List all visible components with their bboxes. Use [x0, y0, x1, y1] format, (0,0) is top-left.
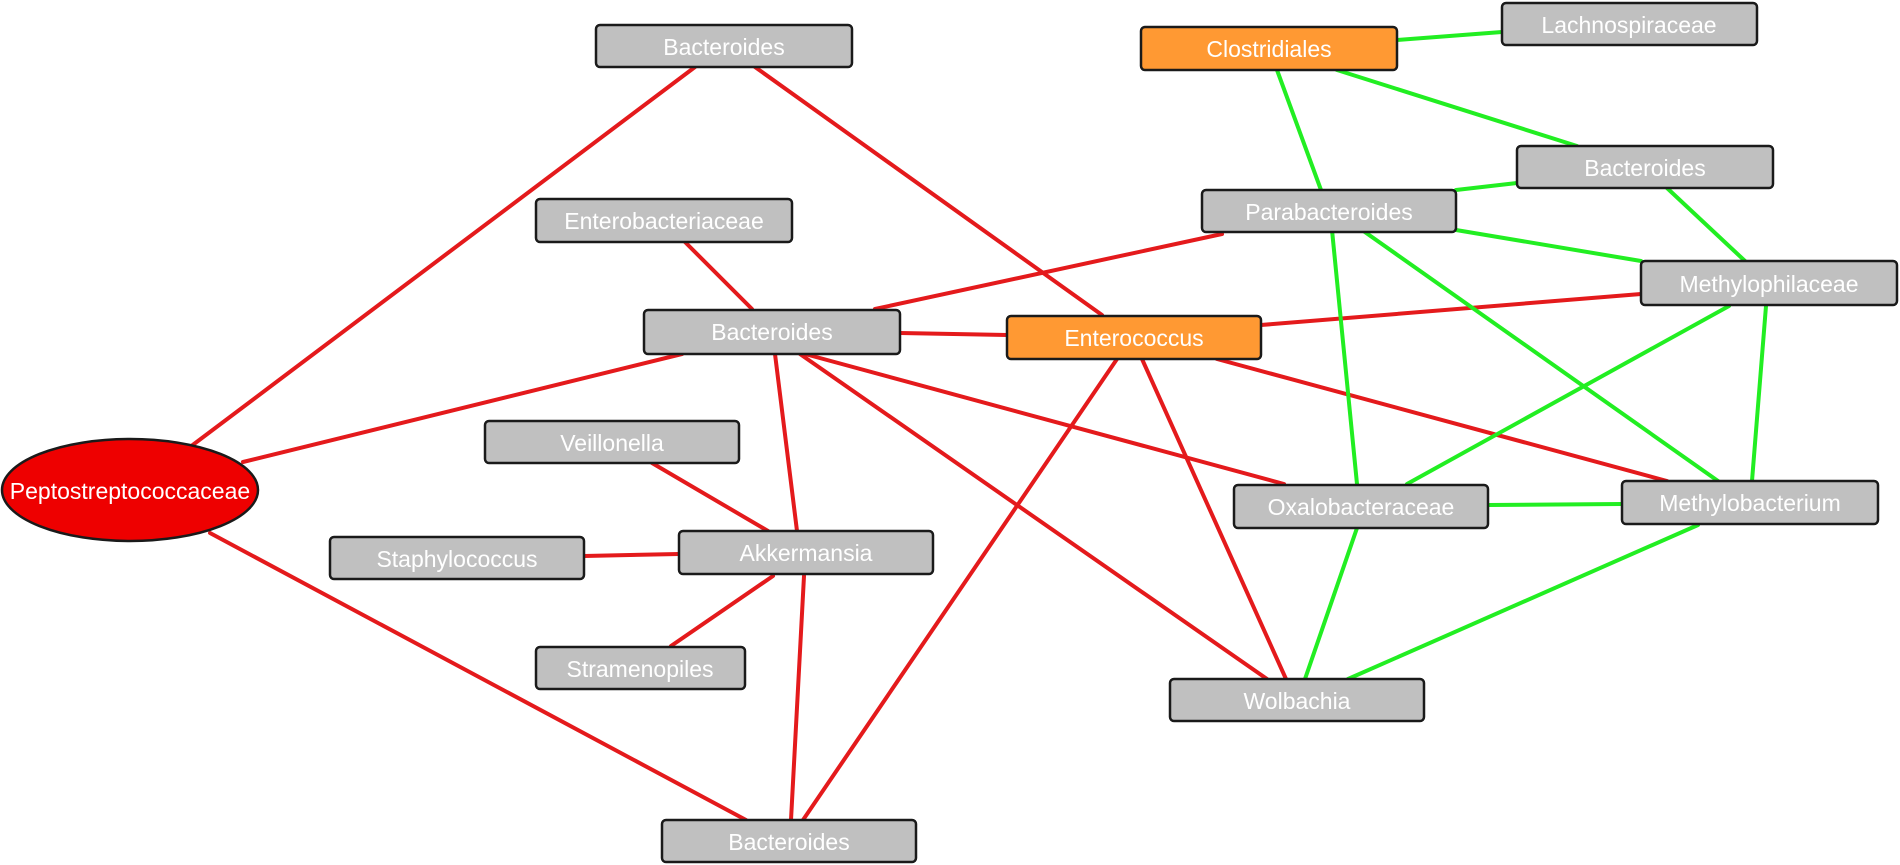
edge-negative [898, 331, 1009, 337]
edge-positive [1330, 228, 1359, 486]
node-label: Methylobacterium [1659, 490, 1841, 516]
node-oxalobacteraceae[interactable]: Oxalobacteraceae [1232, 483, 1490, 530]
node-label: Oxalobacteraceae [1268, 494, 1455, 520]
node-enterococcus[interactable]: Enterococcus [1005, 314, 1263, 361]
edge-negative [650, 461, 770, 533]
edge-negative [1215, 357, 1669, 483]
node-veillonella[interactable]: Veillonella [483, 419, 741, 465]
edge-positive [1335, 68, 1579, 148]
edge-negative [753, 65, 1104, 317]
node-lachnospiraceae[interactable]: Lachnospiraceae [1500, 1, 1759, 47]
edge-negative [873, 232, 1224, 311]
edge-positive [1395, 30, 1504, 42]
edge-negative [798, 352, 1269, 681]
node-label: Veillonella [560, 430, 664, 456]
edge-positive [1405, 304, 1731, 486]
edge-positive [1303, 526, 1359, 681]
edge-negative [773, 352, 799, 533]
edge-positive [1275, 68, 1323, 192]
edge-negative [801, 357, 1119, 822]
node-bacteroides-bottom[interactable]: Bacteroides [660, 818, 918, 864]
edge-negative [669, 574, 775, 648]
node-label: Bacteroides [1584, 155, 1705, 181]
edge-positive [1346, 523, 1700, 681]
edge-positive [1665, 186, 1747, 263]
edge-negative [582, 552, 681, 558]
node-enterobacteriaceae[interactable]: Enterobacteriaceae [534, 197, 794, 244]
node-label: Wolbachia [1244, 688, 1351, 714]
edge-negative [241, 352, 684, 464]
edge-positive [1454, 181, 1519, 192]
edge-negative [1140, 357, 1288, 681]
edge-negative [789, 574, 806, 822]
node-wolbachia[interactable]: Wolbachia [1168, 677, 1426, 723]
node-bacteroides-right[interactable]: Bacteroides [1515, 144, 1775, 190]
node-peptostreptococcaceae[interactable]: Peptostreptococcaceae [0, 437, 260, 543]
node-parabacteroides[interactable]: Parabacteroides [1200, 188, 1458, 234]
node-label: Enterobacteriaceae [564, 208, 763, 234]
edge-positive [1454, 228, 1643, 263]
node-akkermansia[interactable]: Akkermansia [677, 529, 935, 576]
node-staphylococcus[interactable]: Staphylococcus [328, 535, 586, 581]
node-label: Parabacteroides [1245, 199, 1413, 225]
node-bacteroides-top[interactable]: Bacteroides [594, 23, 854, 69]
node-methylobacterium[interactable]: Methylobacterium [1620, 479, 1880, 526]
edge-negative [683, 240, 754, 311]
node-label: Bacteroides [728, 829, 849, 855]
edge-negative [188, 65, 697, 449]
node-label: Clostridiales [1206, 36, 1331, 62]
edge-positive [1750, 304, 1768, 483]
node-bacteroides-mid[interactable]: Bacteroides [642, 308, 902, 356]
node-methylophilaceae[interactable]: Methylophilaceae [1639, 259, 1899, 307]
node-label: Enterococcus [1064, 325, 1203, 351]
node-label: Staphylococcus [376, 546, 537, 572]
node-label: Stramenopiles [566, 656, 713, 682]
edge-positive [1486, 502, 1624, 507]
node-stramenopiles[interactable]: Stramenopiles [534, 645, 747, 691]
node-label: Lachnospiraceae [1541, 12, 1716, 38]
node-label: Bacteroides [711, 319, 832, 345]
node-label: Peptostreptococcaceae [10, 478, 250, 504]
edge-negative [208, 531, 748, 822]
node-label: Methylophilaceae [1679, 271, 1858, 297]
edge-negative [803, 352, 1286, 486]
node-label: Bacteroides [663, 34, 784, 60]
edge-negative [1259, 292, 1643, 327]
node-clostridiales[interactable]: Clostridiales [1139, 25, 1399, 72]
edge-positive [1360, 228, 1720, 483]
edges [188, 30, 1768, 822]
node-label: Akkermansia [740, 540, 873, 566]
